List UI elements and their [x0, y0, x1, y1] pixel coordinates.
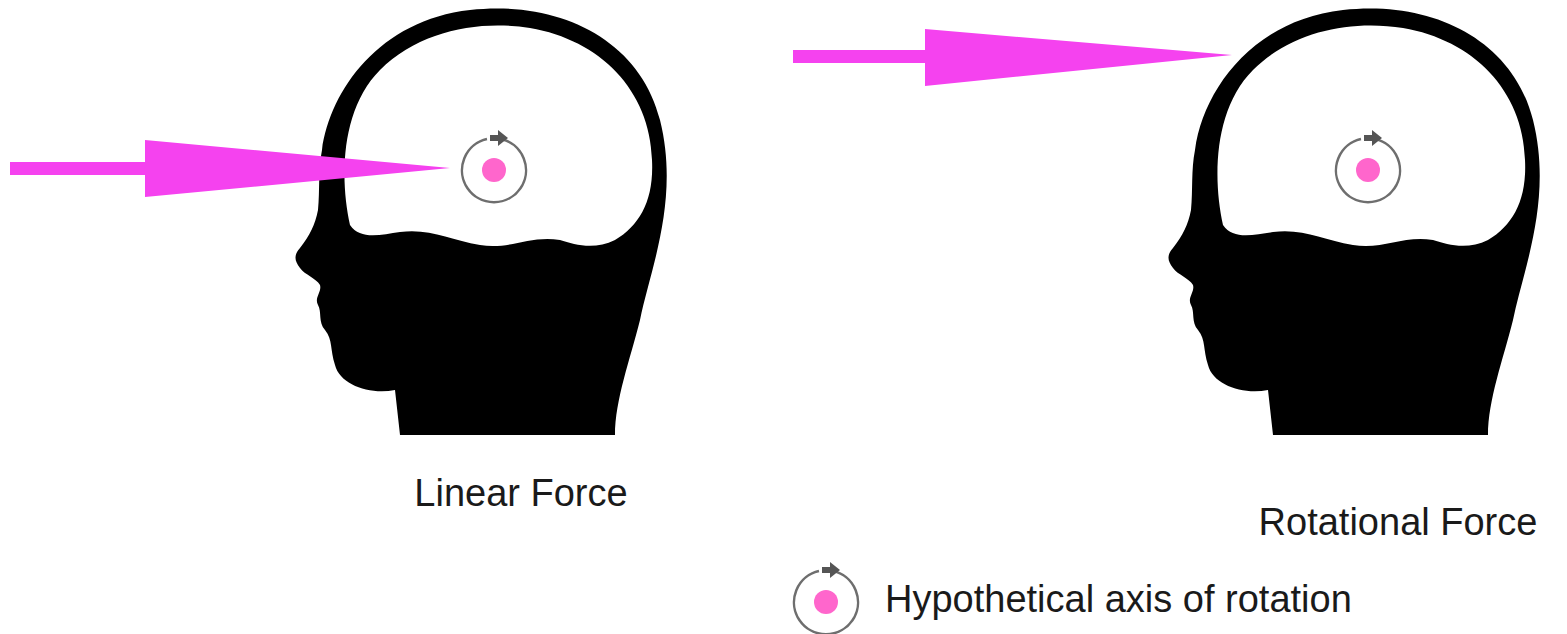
panel-label: Rotational Force — [1259, 501, 1538, 545]
rotation-axis-symbol — [1336, 130, 1400, 202]
head-silhouette — [296, 8, 667, 435]
linear-force-arrow — [10, 140, 450, 197]
legend-axis-symbol — [794, 562, 858, 634]
head-silhouette — [1169, 8, 1540, 435]
legend-label: Hypothetical axis of rotation — [885, 578, 1352, 622]
panel-label: Linear Force — [414, 472, 627, 516]
rotational-force-arrow — [793, 29, 1232, 86]
rotation-axis-symbol — [462, 130, 526, 202]
